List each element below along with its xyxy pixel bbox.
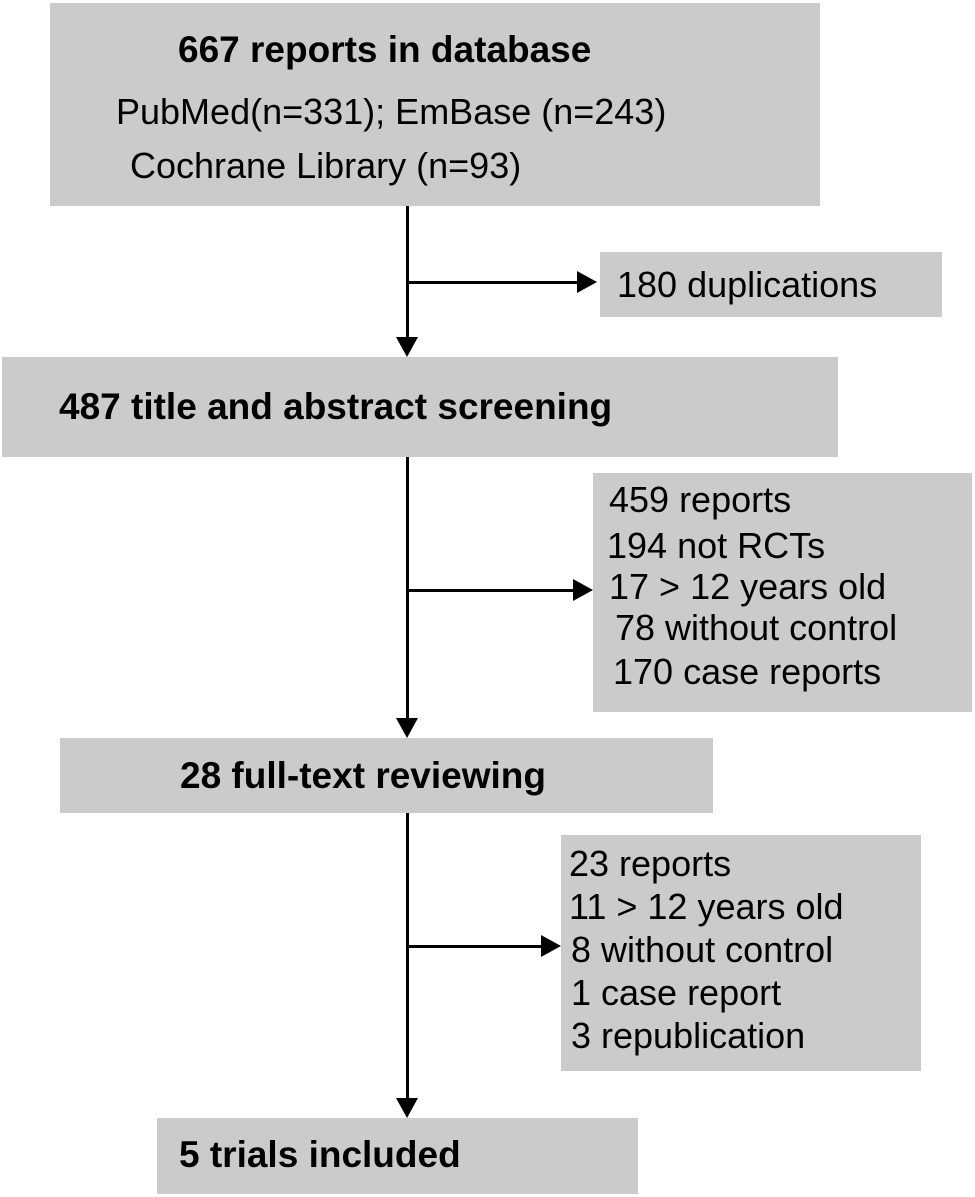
fulltext-excluded-line: 23 reports [569,843,732,884]
fulltext-excluded-line: 8 without control [571,929,834,970]
fulltext-box: 28 full-text reviewing [60,738,713,813]
screening-excluded-line: 194 not RCTs [607,525,826,566]
arrow-right-icon [577,271,597,293]
identification-sources-line1: PubMed(n=331); EmBase (n=243) [116,91,667,132]
included-title: 5 trials included [179,1134,461,1175]
screening-excluded-line: 17 > 12 years old [609,566,887,607]
arrow-down-icon [396,718,418,738]
branch-screening-excluded [406,589,574,592]
screening-excluded-line: 459 reports [609,479,792,520]
screening-excluded-line: 170 case reports [613,651,882,692]
duplicates-label: 180 duplications [617,264,878,305]
branch-duplicates [406,281,578,284]
connector-2-3 [406,457,409,720]
connector-3-4 [406,813,409,1100]
fulltext-excluded-line: 1 case report [571,972,782,1013]
screening-excluded-line: 78 without control [615,607,898,648]
duplicates-box: 180 duplications [600,252,942,317]
fulltext-excluded-line: 3 republication [571,1015,806,1056]
branch-fulltext-excluded [406,945,542,948]
arrow-right-icon [541,935,561,957]
fulltext-excluded-box: 23 reports 11 > 12 years old 8 without c… [561,835,921,1071]
arrow-down-icon [396,337,418,357]
fulltext-title: 28 full-text reviewing [180,755,546,796]
included-box: 5 trials included [157,1118,638,1194]
screening-title: 487 title and abstract screening [59,386,613,427]
screening-excluded-box: 459 reports 194 not RCTs 17 > 12 years o… [593,473,972,712]
arrow-right-icon [573,579,593,601]
fulltext-excluded-line: 11 > 12 years old [569,886,844,927]
identification-box: 667 reports in database PubMed(n=331); E… [50,3,820,206]
connector-1-2 [406,206,409,339]
identification-title: 667 reports in database [178,29,592,70]
identification-sources-line2: Cochrane Library (n=93) [130,145,522,186]
arrow-down-icon [396,1098,418,1118]
screening-box: 487 title and abstract screening [2,357,838,457]
